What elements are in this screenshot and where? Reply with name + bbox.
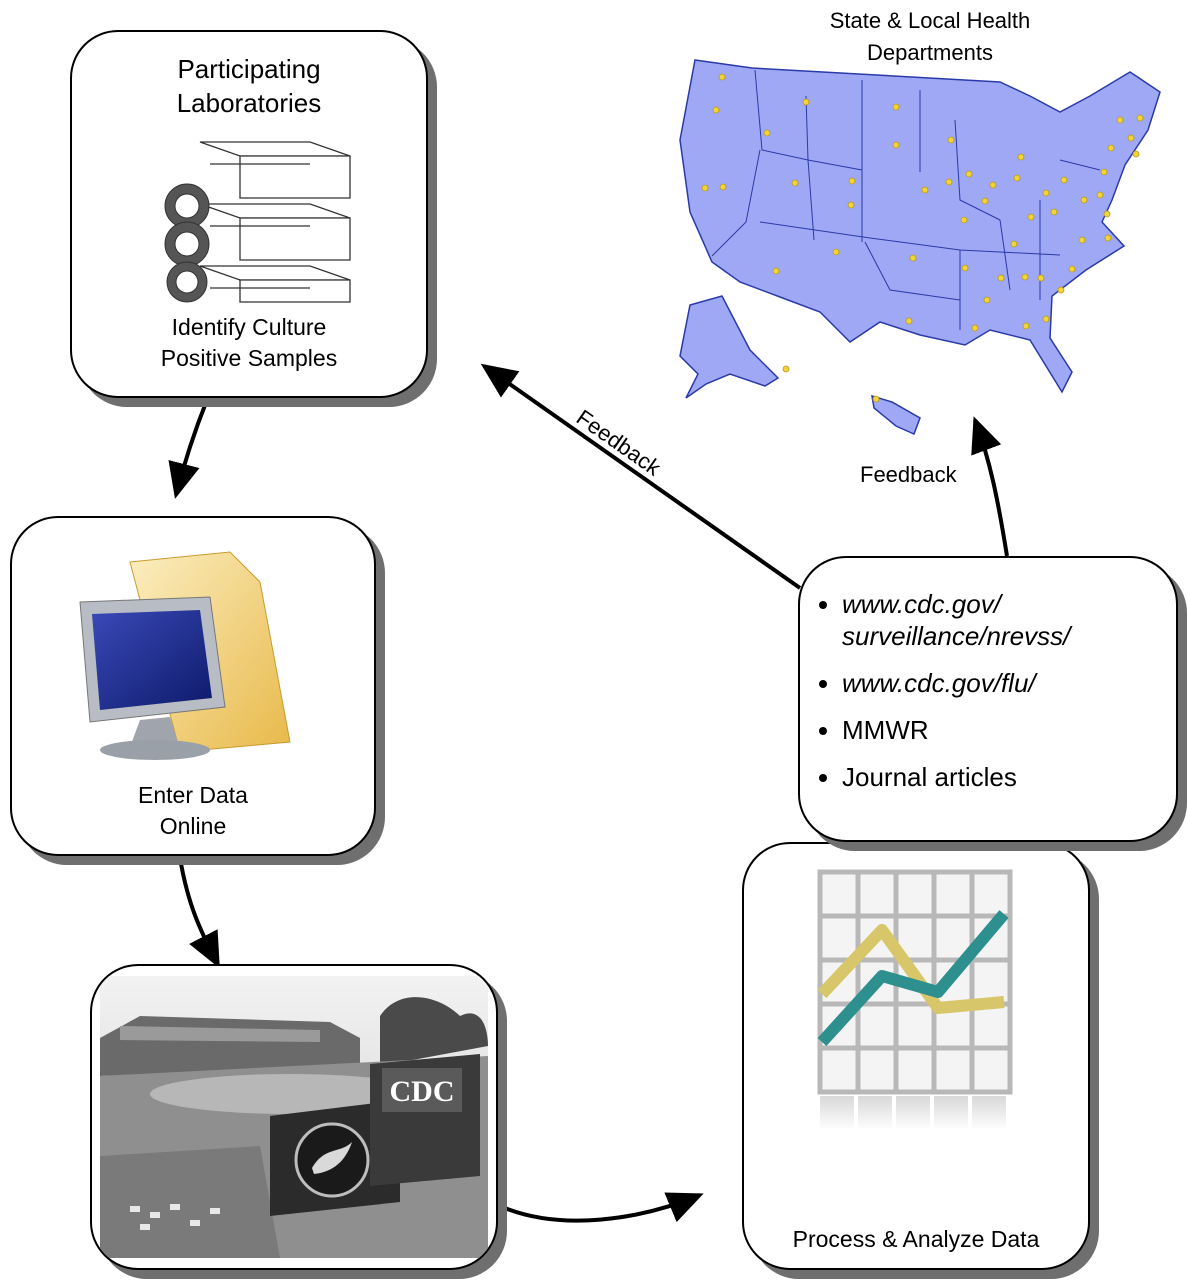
- analyze-caption: Process & Analyze Data: [792, 1226, 1040, 1252]
- output-item-mmwr: MMWR: [842, 714, 1176, 746]
- analyze-box: Process & Analyze Data: [742, 842, 1090, 1270]
- output-item-flu[interactable]: www.cdc.gov/flu/: [842, 667, 1176, 699]
- arrow-entry-to-cdc: [178, 857, 220, 969]
- output-item-journals: Journal articles: [842, 761, 1176, 793]
- feedback-label-right: Feedback: [860, 462, 957, 487]
- cdc-sign-text: CDC: [390, 1075, 455, 1108]
- outputs-list: www.cdc.gov/ surveillance/nrevss/ www.cd…: [814, 588, 1176, 808]
- chart-teal-line: [817, 910, 1009, 1047]
- outputs-box: www.cdc.gov/ surveillance/nrevss/ www.cd…: [798, 556, 1178, 842]
- cdc-box: CDC: [90, 964, 498, 1270]
- cdc-headquarters-photo: CDC: [100, 976, 488, 1258]
- entry-caption-line1: Enter Data: [138, 782, 248, 808]
- line-chart-icon: [817, 869, 1013, 1130]
- contiguous-us-shape: [679, 59, 1161, 394]
- arrow-outputs-to-labs: [480, 363, 802, 590]
- labs-caption-line1: Identify Culture: [171, 314, 327, 340]
- health-department-markers: [701, 73, 1144, 403]
- labs-caption-line2: Positive Samples: [160, 345, 338, 371]
- output-item-nrevss[interactable]: www.cdc.gov/ surveillance/nrevss/: [842, 588, 1176, 652]
- labs-box: Participating Laboratories Identify Cult…: [70, 30, 428, 398]
- map-title-line2: Departments: [867, 40, 993, 65]
- computer-folder-icon: [79, 551, 291, 760]
- state-borders: [711, 69, 1101, 330]
- chart-gold-line: [817, 924, 1005, 1014]
- hawaii-shape: [871, 394, 921, 436]
- map-title-line1: State & Local Health: [829, 8, 1031, 33]
- labs-title-line2: Laboratories: [176, 88, 322, 118]
- alaska-shape: [679, 295, 780, 399]
- arrow-labs-to-entry: [168, 399, 209, 499]
- entry-caption-line2: Online: [159, 813, 227, 839]
- arrow-outputs-to-map: [971, 416, 1009, 557]
- server-rack-icon: [164, 141, 351, 303]
- entry-box: Enter Data Online: [10, 516, 376, 856]
- arrow-cdc-to-analyze: [499, 1192, 704, 1223]
- labs-title-line1: Participating: [177, 54, 321, 84]
